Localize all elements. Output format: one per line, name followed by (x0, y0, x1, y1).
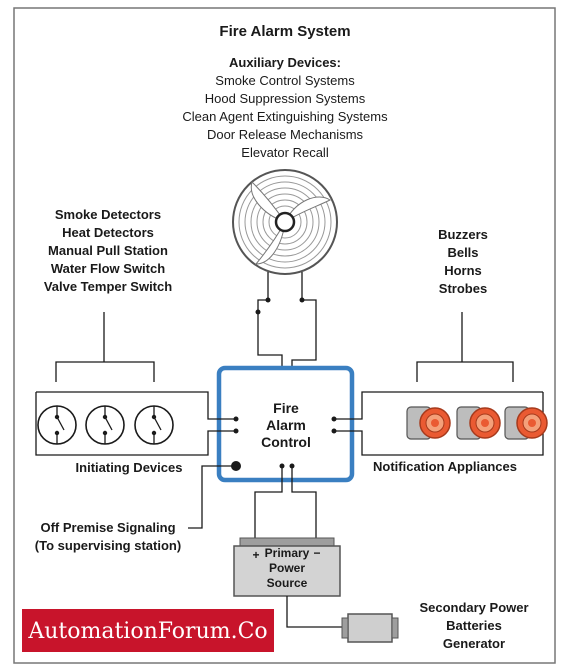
off-premise-label-line2: (To supervising station) (35, 538, 181, 553)
initiating-item: Water Flow Switch (51, 261, 165, 276)
initiating-devices-label: Initiating Devices (76, 460, 183, 475)
auxiliary-item: Elevator Recall (241, 145, 329, 160)
brand-banner: AutomationForum.Co (22, 609, 274, 652)
notification-item: Bells (447, 245, 478, 260)
strobe-icon (406, 406, 451, 440)
auxiliary-item: Smoke Control Systems (215, 73, 355, 88)
initiating-device-list: Smoke Detectors Heat Detectors Manual Pu… (44, 207, 172, 294)
switch-icon (37, 405, 77, 445)
secondary-power-line2: Batteries (446, 618, 502, 633)
notification-list: Buzzers Bells Horns Strobes (438, 227, 488, 296)
primary-power-minus: − (313, 546, 320, 560)
initiating-item: Heat Detectors (62, 225, 154, 240)
initiating-item: Smoke Detectors (55, 207, 161, 222)
secondary-power-line1: Secondary Power (419, 600, 528, 615)
primary-power-line3: Source (267, 576, 308, 590)
primary-power-wires (254, 466, 317, 546)
notification-item: Horns (444, 263, 482, 278)
notification-item: Strobes (439, 281, 487, 296)
diagram-title: Fire Alarm System (219, 23, 350, 40)
control-label-line2: Alarm (266, 417, 306, 433)
control-label-line1: Fire (273, 400, 299, 416)
initiating-wires (35, 312, 236, 456)
aux-wires (255, 272, 317, 383)
fire-alarm-control-panel: Fire Alarm Control (216, 365, 355, 483)
switch-icon (85, 405, 125, 445)
strobe-icon (456, 406, 501, 440)
control-label-line3: Control (261, 434, 311, 450)
initiating-item: Valve Temper Switch (44, 279, 172, 294)
primary-power-plus: + (252, 548, 259, 562)
secondary-power-line3: Generator (443, 636, 505, 651)
switch-icon (134, 405, 174, 445)
off-premise-label-line1: Off Premise Signaling (40, 520, 175, 535)
auxiliary-devices: Auxiliary Devices: Smoke Control Systems… (182, 55, 388, 160)
initiating-devices (37, 405, 174, 445)
notification-appliances (406, 406, 548, 440)
primary-power-line1: Primary (265, 546, 310, 560)
auxiliary-heading: Auxiliary Devices: (229, 55, 341, 70)
brand-text: AutomationForum.Co (27, 619, 267, 644)
fan-icon (232, 169, 338, 275)
notification-item: Buzzers (438, 227, 488, 242)
strobe-icon (504, 406, 548, 440)
notification-appliances-label: Notification Appliances (373, 459, 517, 474)
primary-power-source: + − Primary Power Source (233, 537, 341, 597)
auxiliary-item: Clean Agent Extinguishing Systems (182, 109, 388, 124)
battery-icon (341, 613, 399, 643)
auxiliary-item: Hood Suppression Systems (205, 91, 366, 106)
primary-power-line2: Power (269, 561, 305, 575)
off-premise-wire (188, 461, 241, 529)
auxiliary-item: Door Release Mechanisms (207, 127, 364, 142)
initiating-item: Manual Pull Station (48, 243, 168, 258)
secondary-power-wire (286, 596, 348, 628)
